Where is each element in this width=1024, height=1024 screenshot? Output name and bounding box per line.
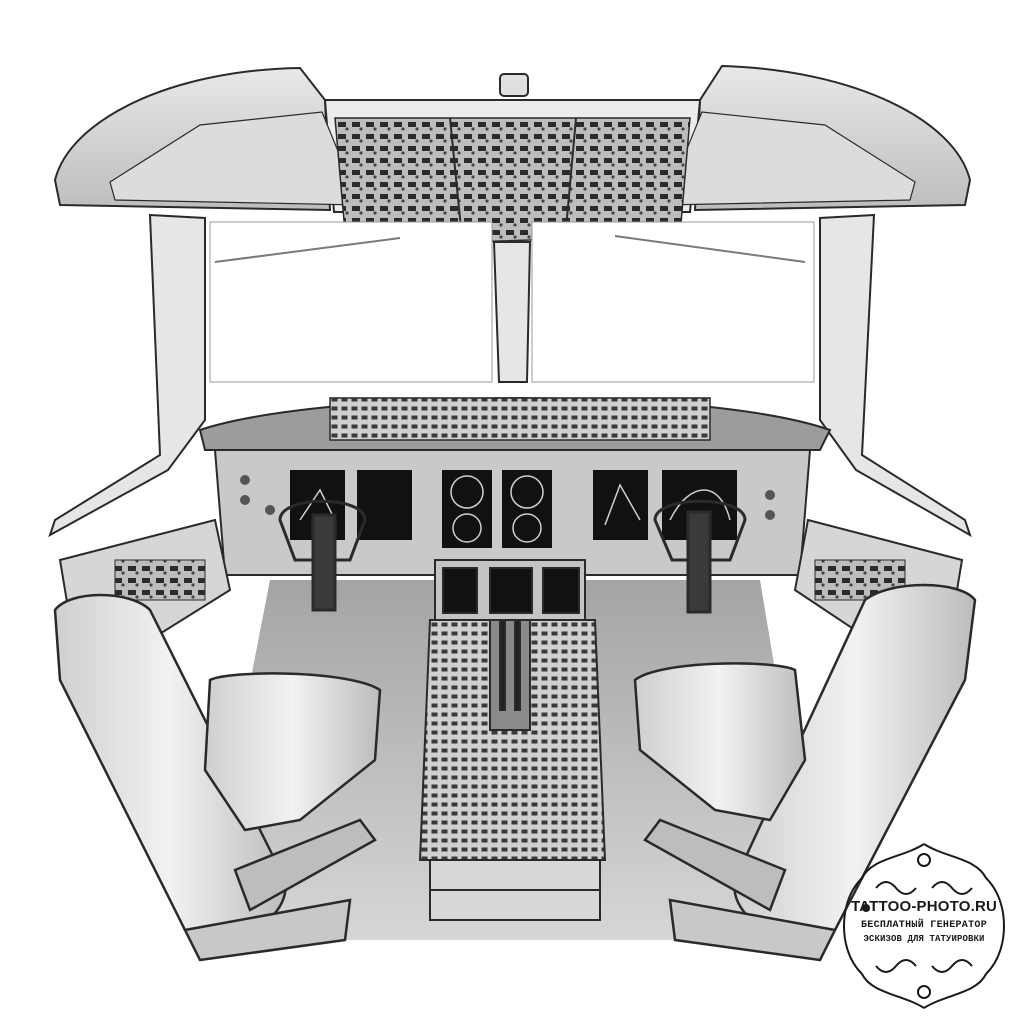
watermark-tagline-2: ЭСКИЗОВ ДЛЯ ТАТУИРОВКИ: [863, 934, 985, 944]
overhead-panel: [334, 117, 691, 243]
windshield-frame: [48, 213, 972, 538]
right-control-yoke: [653, 499, 747, 614]
watermark-badge: TATTOO-PHOTO.RU БЕСПЛАТНЫЙ ГЕНЕРАТОР ЭСК…: [836, 838, 1012, 1014]
main-instrument-panel: [213, 449, 812, 576]
windshield-left: [209, 221, 493, 383]
display-screen: [542, 567, 580, 614]
watermark-site: TATTOO-PHOTO.RU: [850, 898, 998, 915]
glareshield: [198, 397, 832, 451]
ornament-frame: [843, 843, 1005, 1009]
watermark-tagline-1: БЕСПЛАТНЫЙ ГЕНЕРАТОР: [860, 920, 988, 931]
center-pedestal: [418, 559, 607, 921]
display-screen: [442, 470, 492, 548]
display-screen: [442, 567, 478, 614]
display-screen: [357, 470, 412, 540]
captain-seat: [53, 593, 382, 962]
windshield-right: [531, 221, 815, 383]
left-control-yoke: [278, 499, 367, 612]
display-screen: [593, 470, 648, 540]
overhead-handle: [499, 73, 529, 97]
first-officer-seat: [633, 583, 977, 962]
display-screen: [489, 567, 533, 614]
display-screen: [502, 470, 552, 548]
